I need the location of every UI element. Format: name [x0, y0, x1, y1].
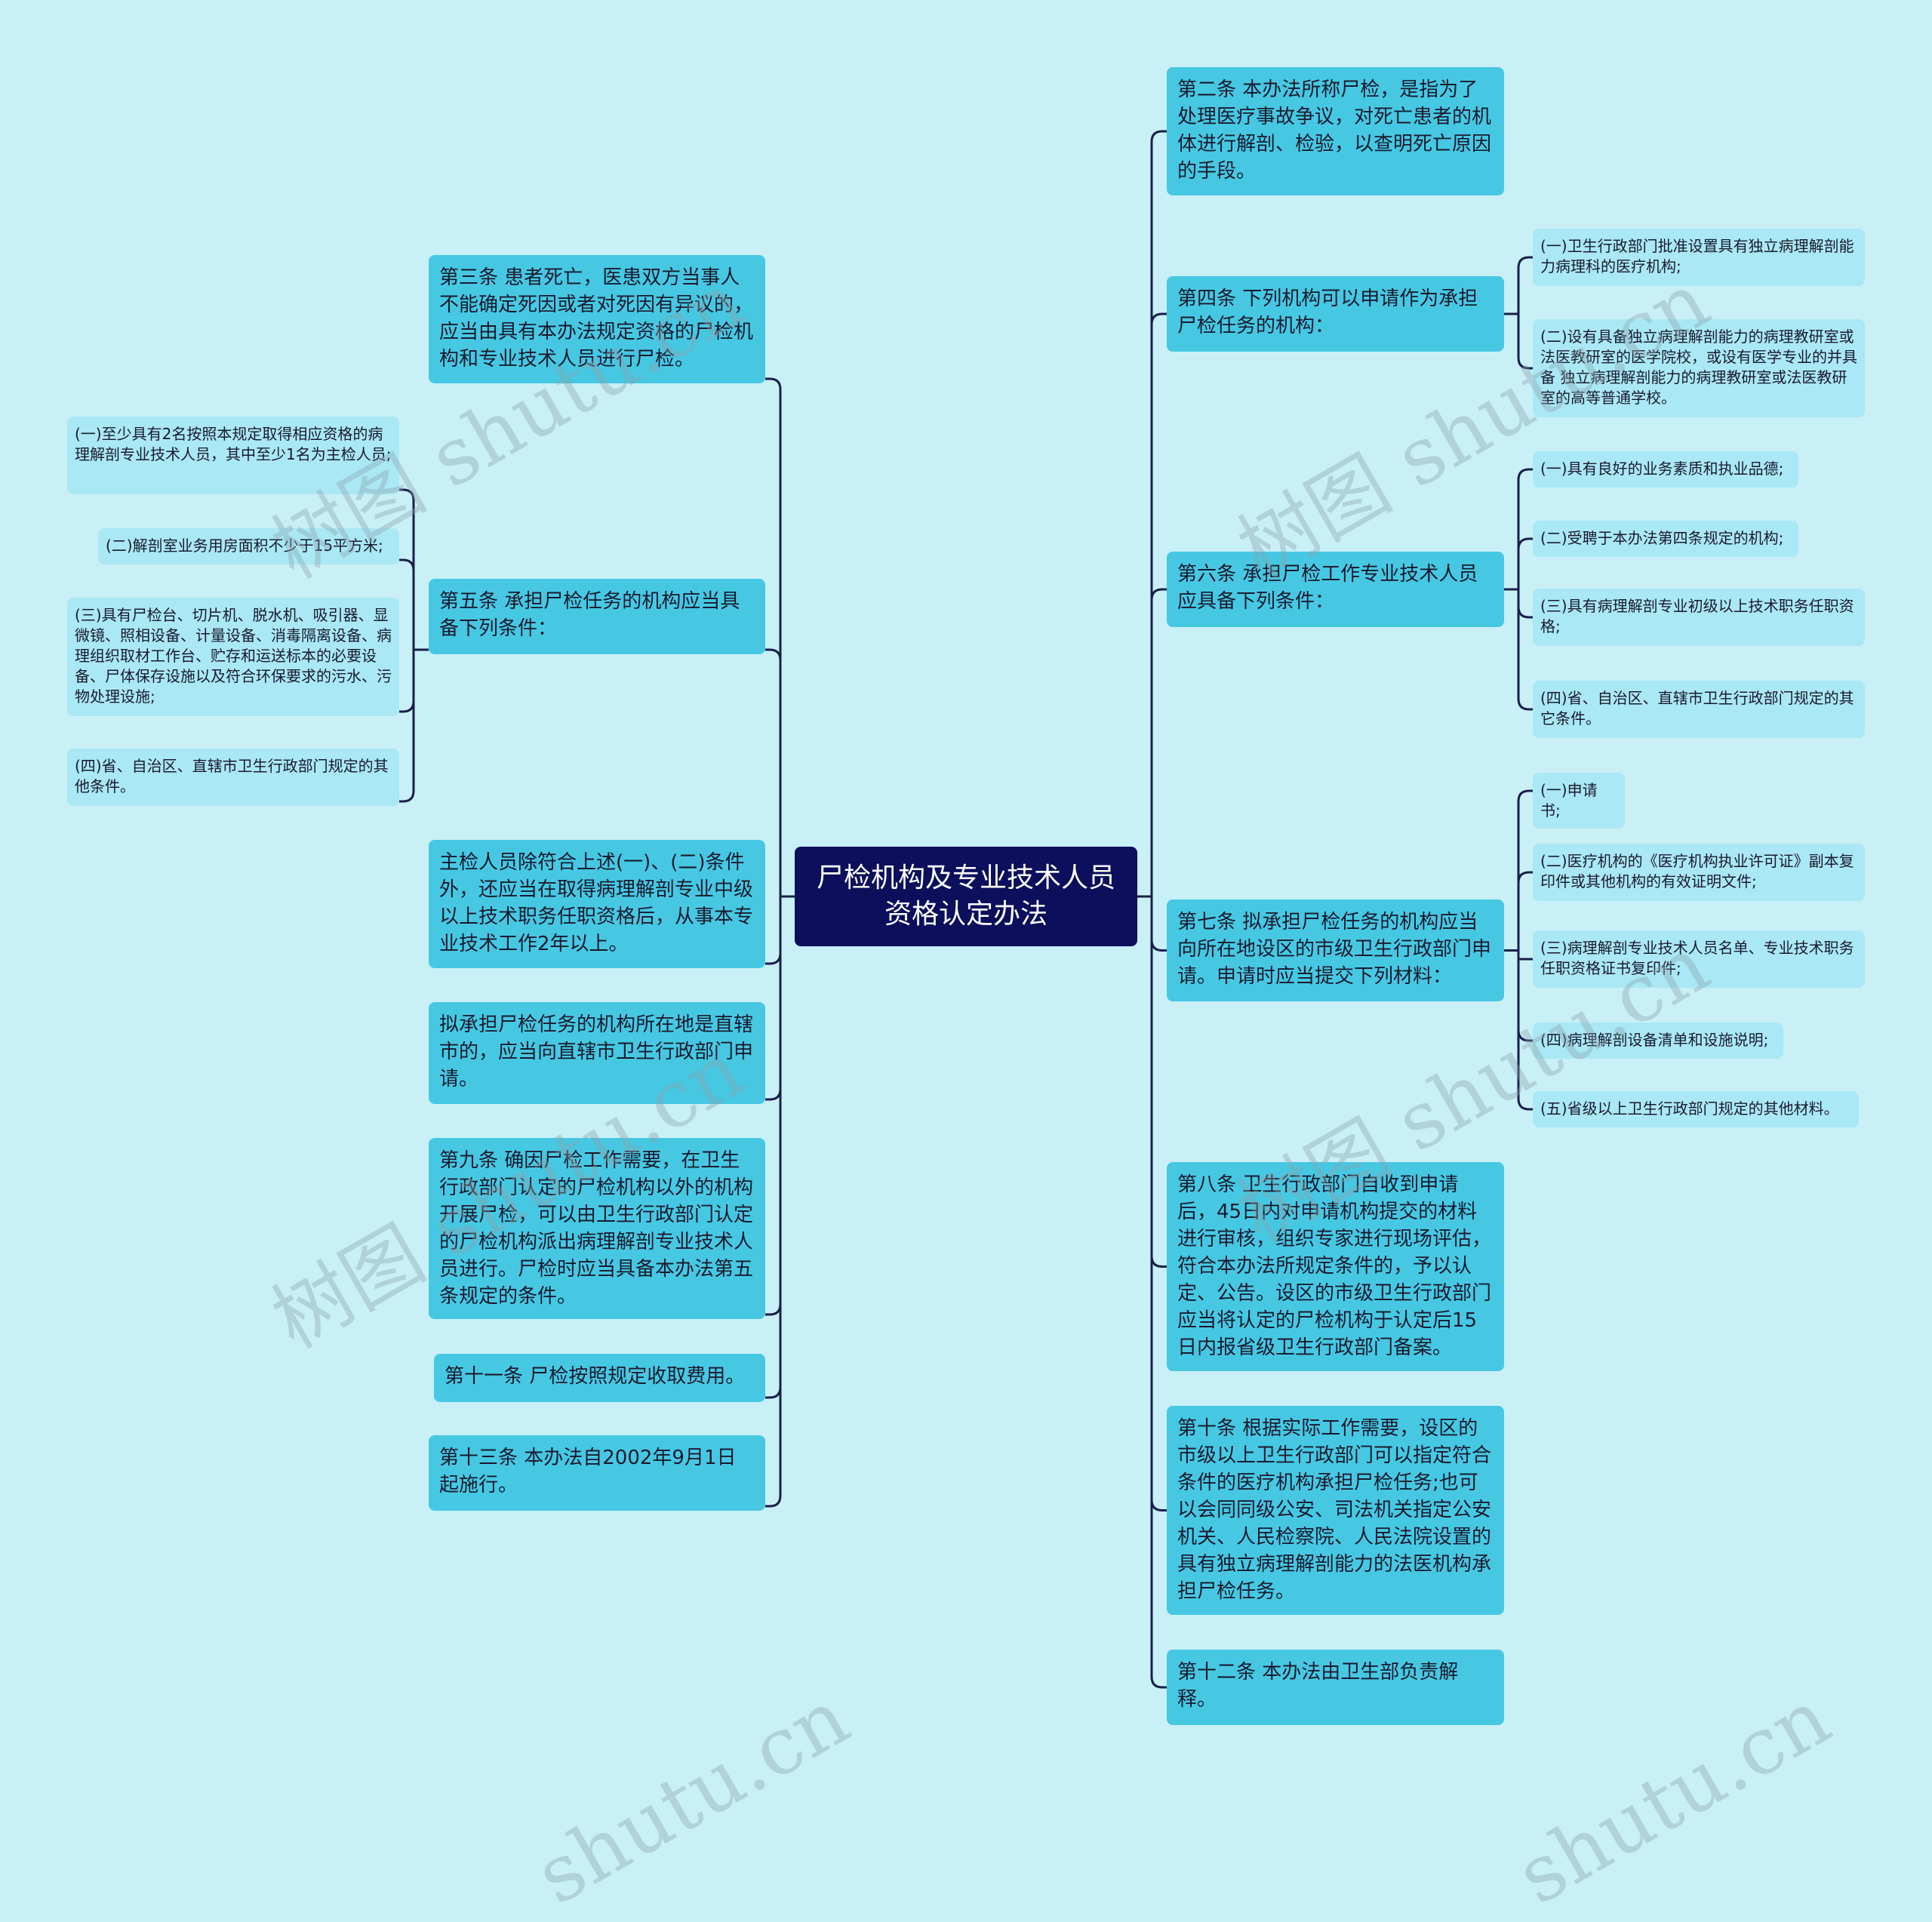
right-sub-connector-a4-branch-0	[1517, 256, 1533, 314]
right-connector-branch-6	[1150, 896, 1167, 1689]
right-subnode-a7-3[interactable]: (三)病理解剖专业技术人员名单、专业技术职务任职资格证书复印件;	[1533, 930, 1865, 988]
right-sub-connector-a6-branch-1	[1517, 537, 1533, 589]
left-sub-connector-a5-branch-2	[399, 650, 415, 713]
right-connector-branch-0	[1150, 130, 1167, 896]
right-connector-branch-2	[1150, 588, 1167, 896]
left-subnode-a5-2[interactable]: (二)解剖室业务用房面积不少于15平方米;	[98, 528, 399, 564]
right-subnode-a6-4[interactable]: (四)省、自治区、直辖市卫生行政部门规定的其它条件。	[1533, 681, 1865, 738]
right-sub-connector-a7-branch-4	[1517, 950, 1533, 1111]
right-sub-connector-a6-branch-2	[1517, 589, 1533, 619]
right-node-a6[interactable]: 第六条 承担尸检工作专业技术人员应具备下列条件：	[1167, 552, 1504, 627]
right-subnode-a7-1[interactable]: (一)申请书;	[1533, 773, 1625, 829]
right-subnode-a4-1[interactable]: (一)卫生行政部门批准设置具有独立病理解剖能力病理科的医疗机构;	[1533, 229, 1865, 286]
right-sub-connector-a7-branch-0	[1517, 789, 1533, 951]
right-node-a7[interactable]: 第七条 拟承担尸检任务的机构应当向所在地设区的市级卫生行政部门申请。申请时应当提…	[1167, 899, 1504, 1001]
left-connector-branch-3	[765, 896, 782, 1101]
right-sub-connector-a7-branch-1	[1517, 871, 1533, 951]
right-connector-branch-4	[1150, 896, 1167, 1268]
connector-lines	[399, 130, 1533, 1689]
right-sub-connector-a6-branch-0	[1517, 468, 1533, 589]
right-sub-connector-a7-branch-2	[1517, 950, 1533, 961]
left-sub-connector-a5-branch-0	[399, 488, 415, 650]
left-connector-branch-0	[765, 377, 782, 896]
right-sub-connector-a7-branch-3	[1517, 950, 1533, 1042]
right-connector-branch-3	[1150, 896, 1167, 952]
left-node-a11[interactable]: 第十一条 尸检按照规定收取费用。	[434, 1354, 765, 1402]
right-sub-connector-a4-branch-1	[1517, 314, 1533, 370]
left-connector-branch-5	[765, 896, 782, 1399]
left-subnode-a5-1[interactable]: (一)至少具有2名按照本规定取得相应资格的病理解剖专业技术人员，其中至少1名为主…	[67, 417, 399, 494]
left-node-a9[interactable]: 第九条 确因尸检工作需要，在卫生行政部门认定的尸检机构以外的机构开展尸检，可以由…	[429, 1138, 765, 1319]
left-subnode-a5-3[interactable]: (三)具有尸检台、切片机、脱水机、吸引器、显微镜、照相设备、计量设备、消毒隔离设…	[67, 598, 399, 716]
right-connector-branch-1	[1150, 312, 1167, 896]
left-node-a13[interactable]: 第十三条 本办法自2002年9月1日起施行。	[429, 1435, 765, 1511]
right-subnode-a7-2[interactable]: (二)医疗机构的《医疗机构执业许可证》副本复印件或其他机构的有效证明文件;	[1533, 844, 1865, 901]
left-connector-branch-2	[765, 896, 782, 965]
right-subnode-a6-3[interactable]: (三)具有病理解剖专业初级以上技术职务任职资格;	[1533, 589, 1865, 646]
right-subnode-a7-4[interactable]: (四)病理解剖设备清单和设施说明;	[1533, 1023, 1783, 1059]
right-sub-connector-a6-branch-3	[1517, 589, 1533, 711]
right-node-a2[interactable]: 第二条 本办法所称尸检，是指为了处理医疗事故争议，对死亡患者的机体进行解剖、检验…	[1167, 67, 1504, 195]
left-sub-connector-a5-branch-1	[399, 558, 415, 650]
left-connector-branch-6	[765, 896, 782, 1508]
left-node-a3[interactable]: 第三条 患者死亡，医患双方当事人不能确定死因或者对死因有异议的，应当由具有本办法…	[429, 255, 765, 383]
root-topic[interactable]: 尸检机构及专业技术人员资格认定办法	[795, 847, 1137, 946]
right-subnode-a6-2[interactable]: (二)受聘于本办法第四条规定的机构;	[1533, 521, 1798, 557]
left-sub-connector-a5-branch-3	[399, 650, 415, 803]
left-connector-branch-1	[765, 648, 782, 896]
right-node-a12[interactable]: 第十二条 本办法由卫生部负责解释。	[1167, 1650, 1504, 1725]
mindmap-canvas: 尸检机构及专业技术人员资格认定办法 第三条 患者死亡，医患双方当事人不能确定死因或…	[67, 67, 1865, 1922]
left-subnode-a5-4[interactable]: (四)省、自治区、直辖市卫生行政部门规定的其他条件。	[67, 749, 399, 806]
right-subnode-a6-1[interactable]: (一)具有良好的业务素质和执业品德;	[1533, 451, 1798, 487]
right-node-a4[interactable]: 第四条 下列机构可以申请作为承担尸检任务的机构：	[1167, 276, 1504, 352]
right-node-a10[interactable]: 第十条 根据实际工作需要，设区的市级以上卫生行政部门可以指定符合条件的医疗机构承…	[1167, 1406, 1504, 1615]
left-node-zx[interactable]: 拟承担尸检任务的机构所在地是直辖市的，应当向直辖市卫生行政部门申请。	[429, 1002, 765, 1104]
right-connector-branch-5	[1150, 896, 1167, 1511]
right-subnode-a7-5[interactable]: (五)省级以上卫生行政部门规定的其他材料。	[1533, 1091, 1859, 1127]
right-node-a8[interactable]: 第八条 卫生行政部门自收到申请后，45日内对申请机构提交的材料进行审核，组织专家…	[1167, 1162, 1504, 1371]
left-node-zj[interactable]: 主检人员除符合上述(一)、(二)条件外，还应当在取得病理解剖专业中级以上技术职务…	[429, 840, 765, 968]
left-node-a5[interactable]: 第五条 承担尸检任务的机构应当具备下列条件：	[429, 579, 765, 654]
right-subnode-a4-2[interactable]: (二)设有具备独立病理解剖能力的病理教研室或法医教研室的医学院校，或设有医学专业…	[1533, 319, 1865, 417]
